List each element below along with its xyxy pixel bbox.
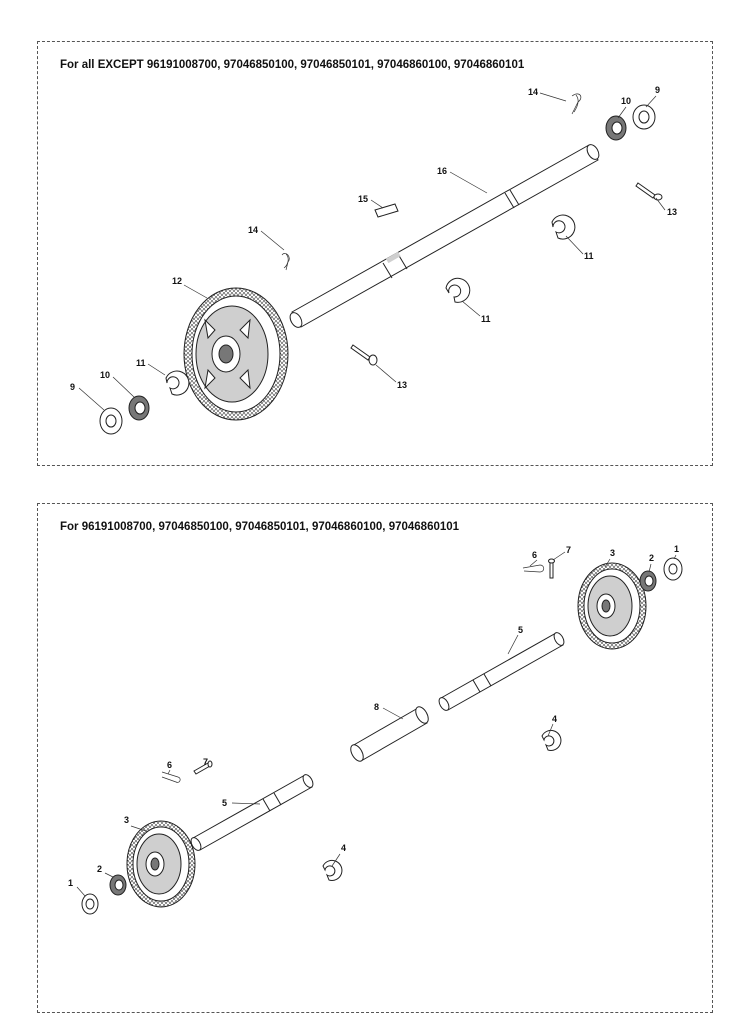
callout-4a: 4 (552, 714, 557, 724)
pin-part-7a (548, 558, 555, 579)
callout-11c: 11 (136, 358, 146, 368)
callout-6a: 6 (532, 550, 537, 560)
hairpin-part-6b (161, 771, 181, 783)
washer-part-9a (632, 104, 656, 130)
key-part-15 (374, 203, 399, 218)
clevis-pin-part-13b (350, 344, 378, 366)
callout-11b: 11 (481, 314, 491, 324)
callout-3a: 3 (610, 548, 615, 558)
e-clip-part-11c (165, 370, 190, 396)
nut-part-2b (109, 874, 127, 896)
bottom-callouts: 6 7 3 2 1 5 8 4 6 7 5 3 4 2 1 (68, 544, 679, 897)
callout-8: 8 (374, 702, 379, 712)
callout-7a: 7 (566, 545, 571, 555)
nut-part-2a (639, 570, 657, 592)
top-panel-title: For all EXCEPT 96191008700, 97046850100,… (60, 59, 525, 71)
callout-6b: 6 (167, 760, 172, 770)
bottom-panel-title: For 96191008700, 97046850100, 9704685010… (60, 521, 460, 533)
nut-part-10b (128, 395, 150, 421)
callout-13a: 13 (667, 207, 677, 217)
top-callouts: 14 10 9 16 15 14 13 11 12 11 11 10 9 13 (70, 85, 677, 411)
callout-4b: 4 (341, 843, 346, 853)
callout-5b: 5 (222, 798, 227, 808)
callout-11a: 11 (584, 251, 594, 261)
washer-part-9b (99, 407, 123, 435)
washer-part-1b (81, 893, 99, 915)
axle-part-5b (190, 774, 314, 851)
callout-2a: 2 (649, 553, 654, 563)
callout-13b: 13 (397, 380, 407, 390)
callout-10a: 10 (621, 96, 631, 106)
callout-1a: 1 (674, 544, 679, 554)
callout-14b: 14 (248, 225, 258, 235)
callout-2b: 2 (97, 864, 102, 874)
callout-16: 16 (437, 166, 447, 176)
hairpin-part-6a (522, 564, 545, 573)
bottom-panel: For 96191008700, 97046850100, 9704685010… (37, 503, 713, 1013)
axle-part-16 (289, 144, 600, 328)
gear-part-3b (126, 820, 196, 908)
nut-part-10a (605, 115, 627, 141)
callout-9b: 9 (70, 382, 75, 392)
washer-part-1a (663, 557, 683, 581)
callout-7b: 7 (203, 757, 208, 767)
cotter-pin-part-14a (571, 93, 582, 115)
e-clip-part-4a (541, 729, 562, 751)
callout-3b: 3 (124, 815, 129, 825)
callout-14a: 14 (528, 87, 538, 97)
e-clip-part-4b (322, 859, 343, 881)
gear-part-3a (577, 562, 647, 650)
e-clip-part-11b (445, 277, 471, 303)
callout-9a: 9 (655, 85, 660, 95)
gear-part-12 (183, 287, 289, 421)
pin-part-7b (193, 760, 213, 775)
e-clip-part-11a (551, 214, 576, 240)
axle-part-5a (438, 632, 565, 711)
callout-12: 12 (172, 276, 182, 286)
clevis-pin-part-13a (635, 182, 663, 201)
callout-1b: 1 (68, 878, 73, 888)
callout-10b: 10 (100, 370, 110, 380)
callout-15: 15 (358, 194, 368, 204)
callout-5a: 5 (518, 625, 523, 635)
cotter-pin-part-14b (281, 253, 290, 271)
top-panel: For all EXCEPT 96191008700, 97046850100,… (37, 41, 713, 466)
tube-part-8 (350, 706, 429, 762)
